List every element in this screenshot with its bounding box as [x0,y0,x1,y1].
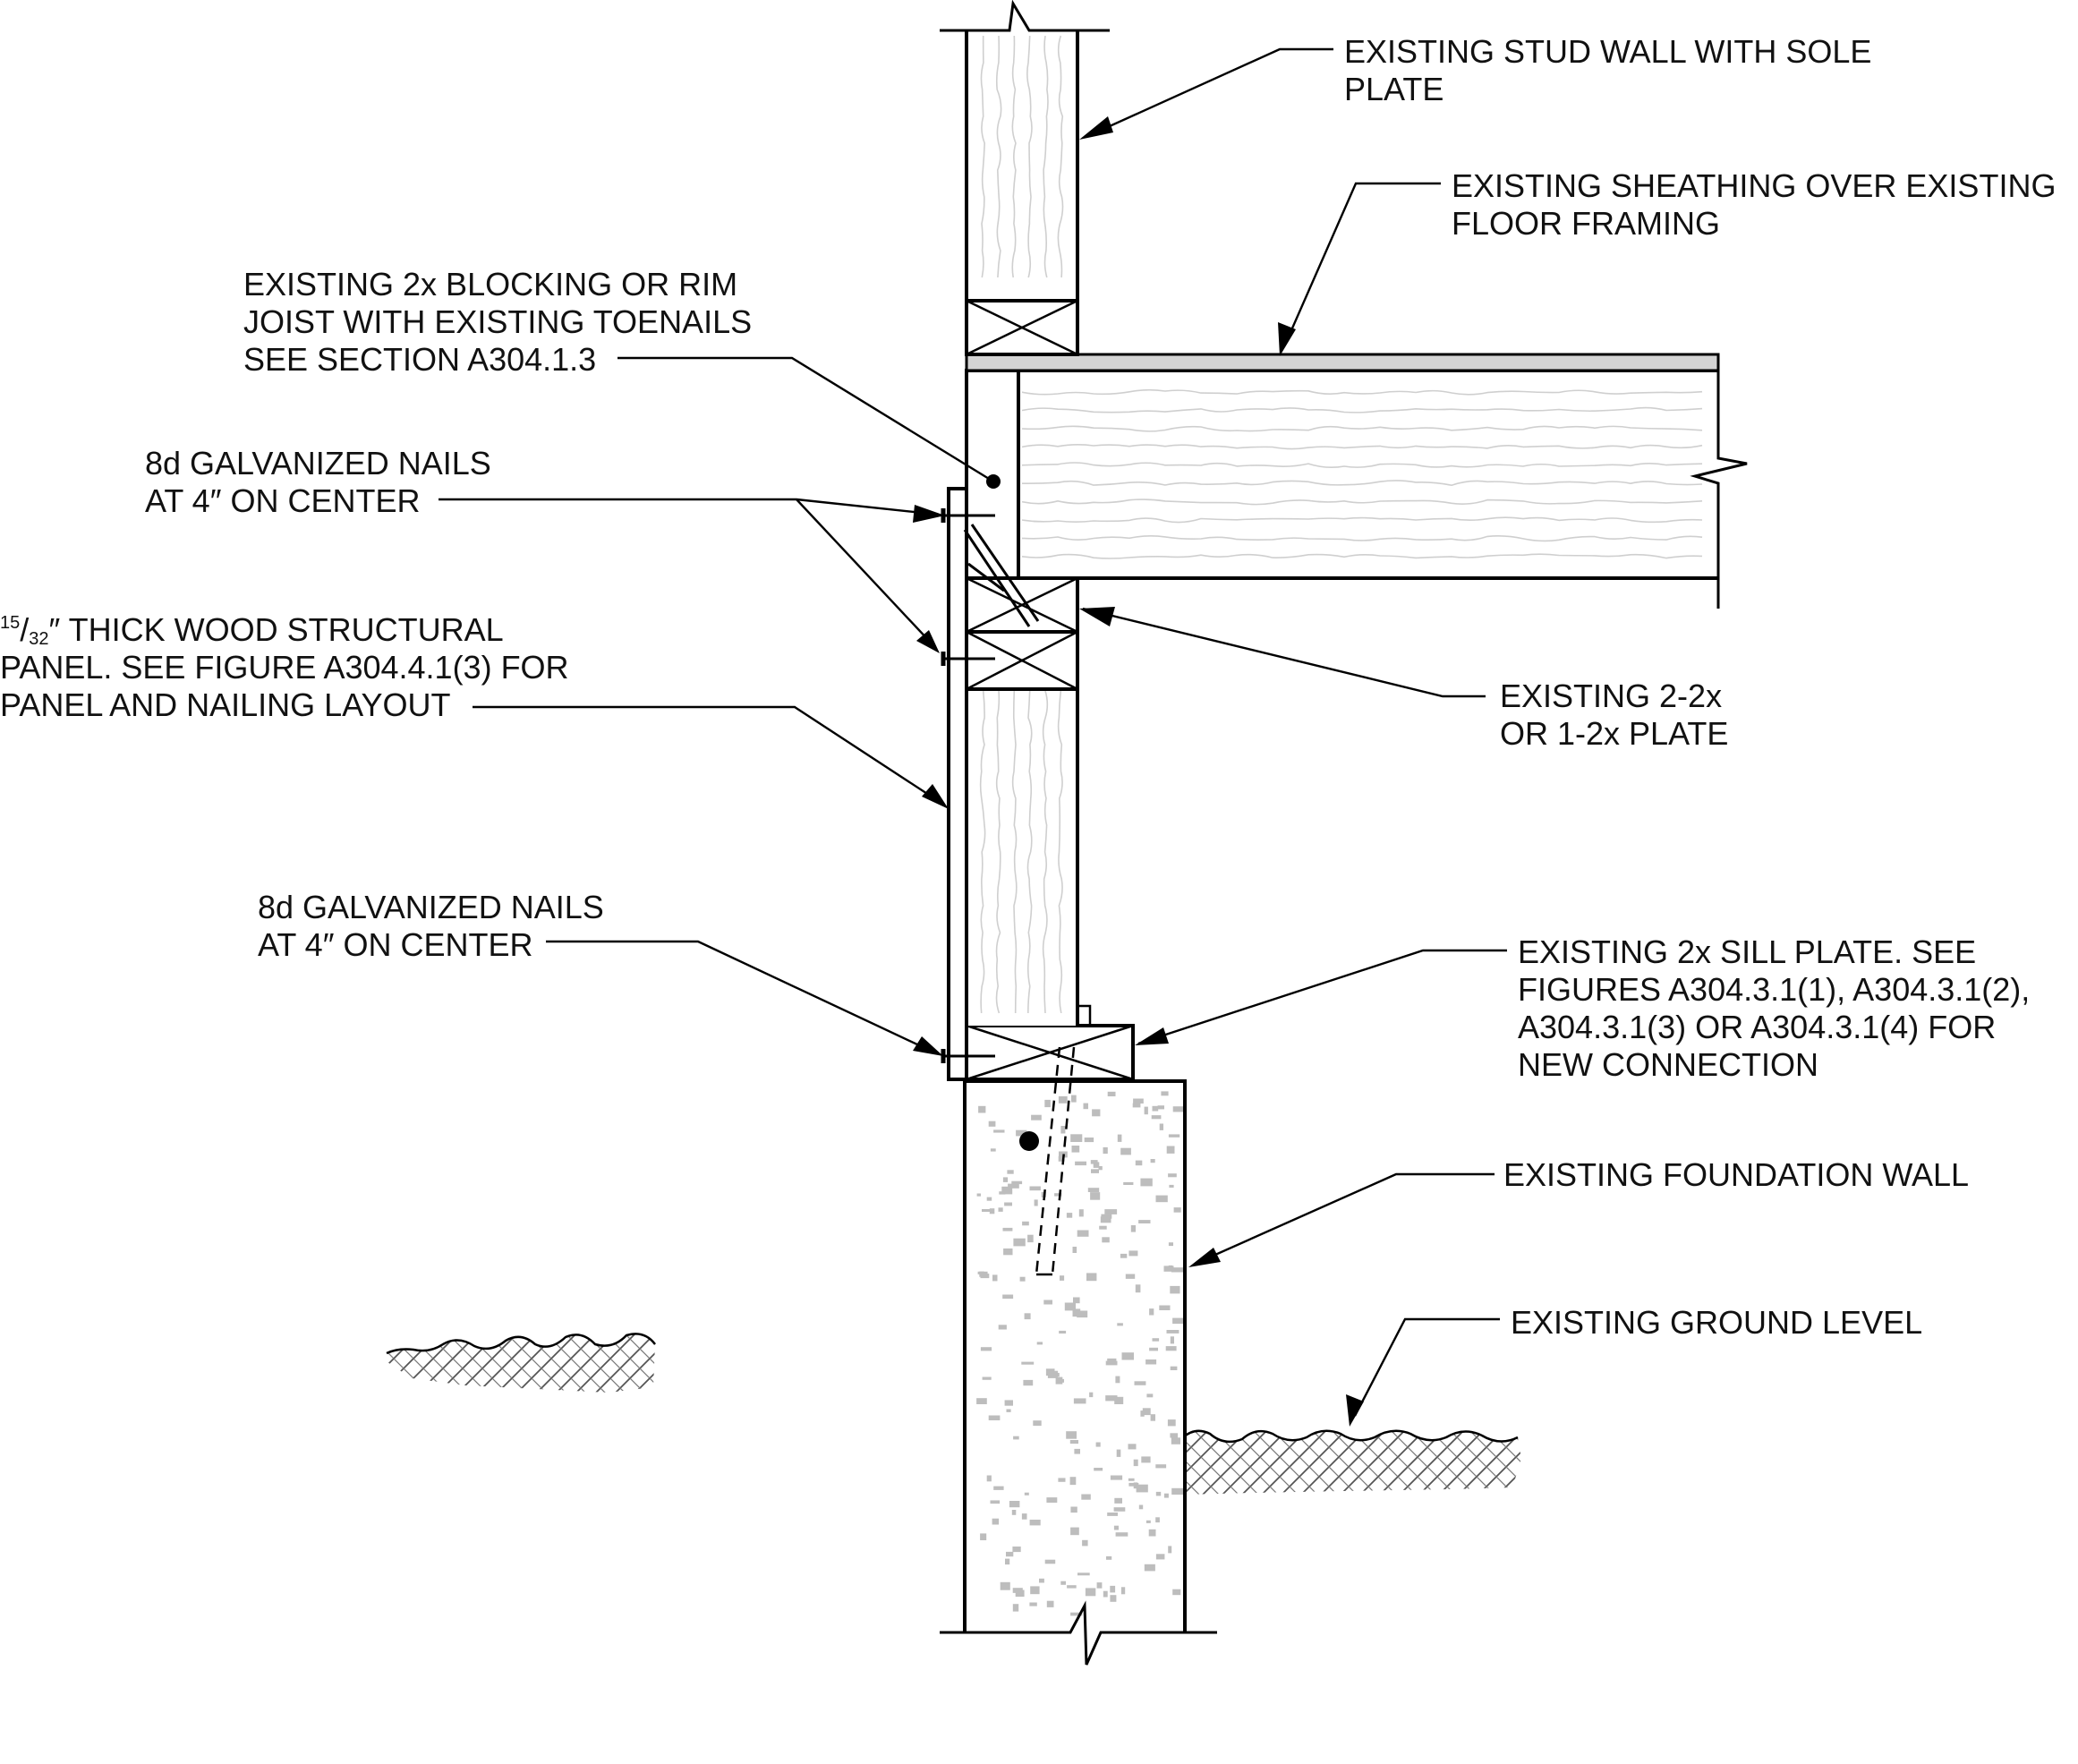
leader-plate [1079,607,1486,698]
leader-nails-lower [546,940,943,1056]
panel-line-3: PANEL AND NAILING LAYOUT [0,686,450,723]
leader-sheathing [1278,182,1441,356]
callout-panel: 15/32″ THICK WOOD STRUCTURAL PANEL. SEE … [0,611,569,723]
nails-lower-line-2: AT 4″ ON CENTER [258,926,532,963]
leader-foundation [1188,1172,1495,1267]
blocking-line-2: JOIST WITH EXISTING TOENAILS [243,303,752,340]
callout-stud-wall: EXISTING STUD WALL WITH SOLE PLATE [1344,33,1871,107]
callout-foundation: EXISTING FOUNDATION WALL [1503,1156,1969,1193]
leader-panel [473,705,949,809]
plate-line-2: OR 1-2x PLATE [1500,715,1728,752]
ground-left [385,1333,656,1393]
toenails [963,524,1040,627]
ground-right [1182,1429,1521,1495]
sill-line-2: FIGURES A304.3.1(1), A304.3.1(2), [1518,971,2030,1008]
anchor-bolt [1019,1046,1076,1276]
cripple-stud [965,689,1079,1026]
leader-blocking [617,356,1001,489]
sill-line-3: A304.3.1(3) OR A304.3.1(4) FOR [1518,1009,1996,1045]
leader-stud-wall [1079,47,1333,140]
nails-upper-line-2: AT 4″ ON CENTER [145,482,420,519]
top-plates [965,576,1079,691]
stud-wall-line-2: PLATE [1344,71,1444,107]
foundation-wall [940,1079,1217,1666]
stud-wall-line-1: EXISTING STUD WALL WITH SOLE [1344,33,1871,70]
floor-sheathing [965,353,1720,372]
callout-sheathing: EXISTING SHEATHING OVER EXISTING FLOOR F… [1452,167,2056,242]
nails-lower-line-1: 8d GALVANIZED NAILS [258,889,604,925]
sill-line-1: EXISTING 2x SILL PLATE. SEE [1518,933,1976,970]
foundation-line-1: EXISTING FOUNDATION WALL [1503,1156,1969,1193]
leader-sill [1135,949,1507,1045]
upper-stud-wall [940,0,1110,356]
callout-sill: EXISTING 2x SILL PLATE. SEE FIGURES A304… [1518,933,2030,1083]
plate-line-1: EXISTING 2-2x [1500,677,1722,714]
callout-ground: EXISTING GROUND LEVEL [1511,1304,1922,1341]
blocking-line-3: SEE SECTION A304.1.3 [243,341,596,378]
panel-line-2: PANEL. SEE FIGURE A304.4.1(3) FOR [0,649,569,686]
leader-nails-upper [439,498,945,653]
panel-line-1: 15/32″ THICK WOOD STRUCTURAL [0,611,504,649]
leader-ground [1346,1317,1500,1427]
panel-fraction-numerator: 15 [0,613,20,633]
rim-joist [965,369,1020,580]
ground-line-1: EXISTING GROUND LEVEL [1511,1304,1922,1341]
wood-structural-panel [947,487,968,1081]
nails-upper-line-1: 8d GALVANIZED NAILS [145,445,491,481]
panel-fraction-denominator: 32 [29,629,48,649]
callout-plate: EXISTING 2-2x OR 1-2x PLATE [1500,677,1728,752]
blocking-line-1: EXISTING 2x BLOCKING OR RIM [243,266,737,303]
sill-line-4: NEW CONNECTION [1518,1046,1818,1083]
floor-joist [1017,358,1748,609]
callout-blocking: EXISTING 2x BLOCKING OR RIM JOIST WITH E… [243,266,752,378]
sheathing-line-1: EXISTING SHEATHING OVER EXISTING [1452,167,2056,204]
sheathing-line-2: FLOOR FRAMING [1452,205,1720,242]
callout-nails-upper: 8d GALVANIZED NAILS AT 4″ ON CENTER [145,445,491,519]
callout-nails-lower: 8d GALVANIZED NAILS AT 4″ ON CENTER [258,889,604,963]
panel-line-1-rest: ″ THICK WOOD STRUCTURAL [49,611,504,648]
